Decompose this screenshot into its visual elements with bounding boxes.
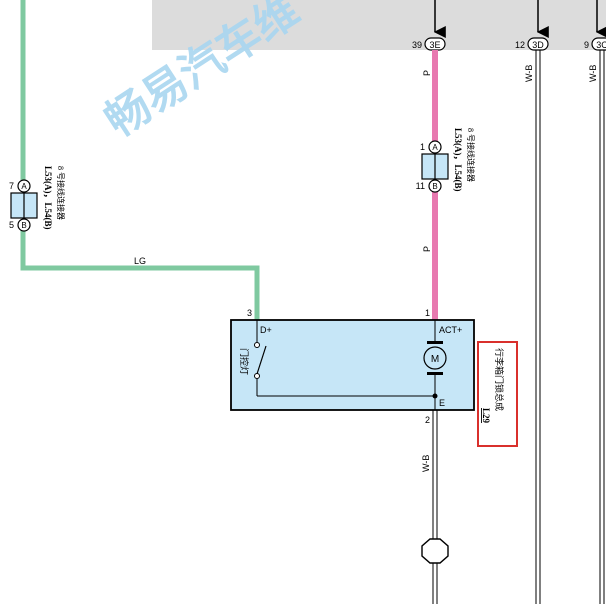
motor-label: M <box>431 354 439 365</box>
motor-brush-bottom <box>427 372 443 375</box>
component-code: L29 <box>481 408 491 424</box>
connector-label-3D: 3D <box>532 40 544 50</box>
wire-label-wb-left: W-B <box>421 455 431 472</box>
switch-blade <box>256 345 267 375</box>
connector-label-3E: 3E <box>429 40 440 50</box>
label-act: ACT+ <box>439 325 462 335</box>
junction-connector-left: A 7 B 5 L53(A)，L54(B) 8 号接线连接器 <box>9 166 66 232</box>
wire-label-p-lower: P <box>422 246 432 252</box>
junction-left-label: L53(A)，L54(B) <box>43 166 53 230</box>
junction-connector-right: A 1 B 11 L53(A)，L54(B) 8 号接线连接器 <box>416 128 476 193</box>
wire-p: P P <box>422 50 438 320</box>
switch-contact-top <box>254 342 260 348</box>
junction-right-letter-top: A <box>432 143 438 152</box>
junction-left-letter-bottom: B <box>21 221 26 230</box>
wire-lg: LG <box>20 0 260 320</box>
top-connector-3D: 3D 12 <box>515 0 549 51</box>
connector-pin-9: 9 <box>584 40 589 50</box>
junction-right-letter-bottom: B <box>432 182 437 191</box>
motor-symbol <box>423 346 447 370</box>
component-trunk-lock: 3 1 2 D+ ACT+ E 门控灯 M <box>230 308 475 425</box>
junction-right-pin-top: 1 <box>420 142 425 152</box>
top-connector-3C: 3C 9 <box>584 0 606 51</box>
wire-label-lg: LG <box>134 256 146 266</box>
switch-contact-bottom <box>254 373 260 379</box>
wire-label-p-upper: P <box>422 70 432 76</box>
label-dplus: D+ <box>260 325 272 335</box>
junction-left-sublabel: 8 号接线连接器 <box>56 166 66 220</box>
junction-left-pin-top: 7 <box>9 181 14 191</box>
label-door-switch: 门控灯 <box>239 348 250 375</box>
junction-right-pin-bottom: 11 <box>416 181 425 191</box>
wire-wb-right: W-B <box>588 50 605 604</box>
wire-wb-mid: W-B <box>524 50 541 604</box>
wire-label-wb-mid: W-B <box>524 65 534 82</box>
connector-pin-39: 39 <box>412 40 422 50</box>
component-name: 行李箱门锁总成 <box>494 348 505 411</box>
component-label-box: L29 行李箱门锁总成 <box>477 341 518 447</box>
motor-brush-top <box>427 341 443 344</box>
connector-label-3C: 3C <box>596 40 606 50</box>
component-pin-2: 2 <box>425 415 430 425</box>
label-e: E <box>439 398 445 408</box>
wire-label-wb-right: W-B <box>588 65 598 82</box>
junction-left-pin-bottom: 5 <box>9 220 14 230</box>
wire-wb-left: W-B <box>421 410 449 604</box>
ground-octagon <box>421 538 449 564</box>
junction-right-label: L53(A)，L54(B) <box>453 128 463 192</box>
ground-junction-dot <box>432 393 438 399</box>
junction-right-sublabel: 8 号接线连接器 <box>466 128 476 182</box>
component-pin-3: 3 <box>247 308 252 318</box>
junction-left-letter-top: A <box>21 182 27 191</box>
component-pin-1: 1 <box>425 308 430 318</box>
connector-pin-12: 12 <box>515 40 525 50</box>
